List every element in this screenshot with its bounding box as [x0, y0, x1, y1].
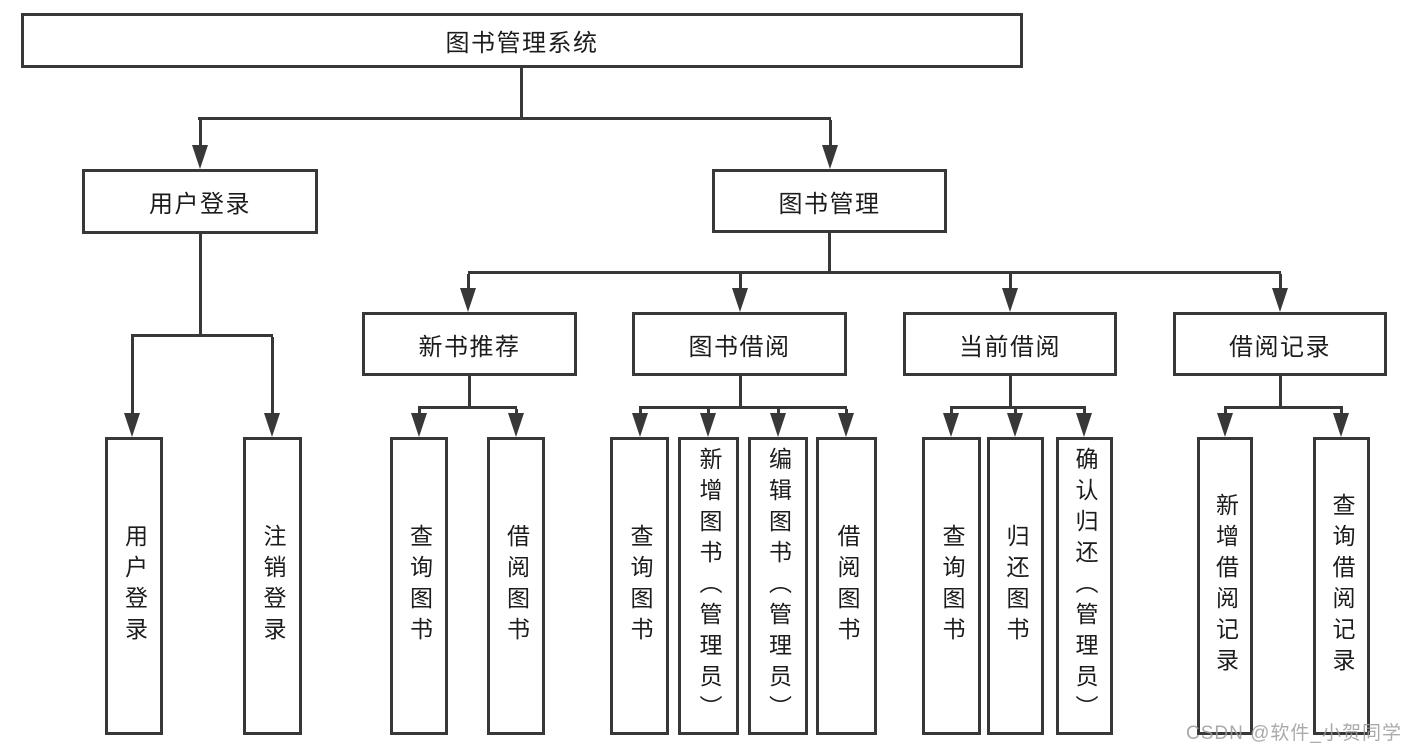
- arrowhead-down-icon: [943, 413, 959, 437]
- edge-line: [950, 405, 1086, 409]
- edge-line: [827, 233, 831, 274]
- node-new-book-recommendation: 新书推荐: [362, 312, 577, 376]
- node-label: 借阅记录: [1229, 333, 1331, 361]
- arrowhead-down-icon: [124, 413, 140, 437]
- leaf-add-borrow-record: 新增借阅记录: [1197, 437, 1253, 735]
- edge-line: [468, 270, 1281, 274]
- leaf-query-books: 查询图书: [390, 437, 448, 735]
- arrowhead-down-icon: [508, 413, 524, 437]
- node-label: 用户登录: [149, 191, 251, 218]
- edge-line: [1278, 376, 1282, 409]
- leaf-label: 新增借阅记录: [1212, 493, 1239, 679]
- arrowhead-down-icon: [632, 413, 648, 437]
- leaf-logout: 注销登录: [243, 437, 302, 735]
- leaf-edit-books-admin: 编辑图书（管理员）: [748, 437, 808, 735]
- leaf-confirm-return-admin: 确认归还（管理员）: [1056, 437, 1113, 735]
- edge-line: [198, 120, 202, 149]
- node-user-login: 用户登录: [82, 169, 318, 234]
- leaf-label: 编辑图书（管理员）: [765, 446, 792, 726]
- arrowhead-down-icon: [838, 413, 854, 437]
- node-label: 图书管理: [778, 190, 881, 218]
- node-label: 新书推荐: [418, 333, 521, 361]
- node-library-management-system: 图书管理系统: [21, 13, 1023, 68]
- edge-line: [270, 337, 274, 417]
- arrowhead-down-icon: [732, 288, 748, 312]
- edge-line: [1224, 405, 1343, 409]
- leaf-borrow-books: 借阅图书: [816, 437, 877, 735]
- edge-line: [519, 68, 523, 120]
- edge-line: [738, 376, 742, 409]
- leaf-label: 借阅图书: [503, 524, 530, 648]
- arrowhead-down-icon: [822, 145, 838, 169]
- node-borrowing-records: 借阅记录: [1173, 312, 1387, 376]
- edge-line: [1008, 376, 1012, 409]
- arrowhead-down-icon: [1002, 288, 1018, 312]
- leaf-label: 查询借阅记录: [1329, 493, 1355, 679]
- leaf-label: 查询图书: [406, 524, 433, 648]
- arrowhead-down-icon: [770, 413, 786, 437]
- arrowhead-down-icon: [192, 145, 208, 169]
- leaf-label: 注销登录: [260, 524, 286, 648]
- leaf-label: 借阅图书: [834, 524, 860, 648]
- edge-line: [466, 274, 470, 292]
- leaf-label: 查询图书: [627, 524, 653, 648]
- arrowhead-down-icon: [1217, 413, 1233, 437]
- node-book-management: 图书管理: [712, 169, 947, 233]
- arrowhead-down-icon: [1076, 413, 1092, 437]
- leaf-label: 确认归还（管理员）: [1072, 446, 1098, 726]
- arrowhead-down-icon: [264, 413, 280, 437]
- node-book-borrowing: 图书借阅: [632, 312, 847, 376]
- edge-line: [828, 120, 832, 149]
- edge-line: [1008, 274, 1012, 292]
- leaf-label: 用户登录: [121, 524, 148, 648]
- edge-line: [639, 405, 847, 409]
- node-current-borrowing: 当前借阅: [903, 312, 1117, 376]
- edge-line: [198, 234, 202, 337]
- csdn-watermark: CSDN @软件_小贺同学: [1186, 723, 1402, 744]
- arrowhead-down-icon: [460, 288, 476, 312]
- arrowhead-down-icon: [1333, 413, 1349, 437]
- arrowhead-down-icon: [1007, 413, 1023, 437]
- node-label: 当前借阅: [959, 333, 1061, 361]
- leaf-borrow-books: 借阅图书: [487, 437, 545, 735]
- leaf-label: 查询图书: [939, 524, 965, 648]
- leaf-query-books: 查询图书: [922, 437, 981, 735]
- leaf-label: 新增图书（管理员）: [696, 446, 722, 726]
- arrowhead-down-icon: [411, 413, 427, 437]
- node-label: 图书借阅: [688, 333, 791, 361]
- leaf-query-books: 查询图书: [610, 437, 669, 735]
- leaf-return-books: 归还图书: [987, 437, 1044, 735]
- edge-line: [467, 376, 471, 409]
- leaf-query-borrow-record: 查询借阅记录: [1313, 437, 1370, 735]
- edge-line: [131, 333, 273, 337]
- leaf-label: 归还图书: [1003, 524, 1029, 648]
- edge-line: [198, 116, 831, 120]
- edge-line: [1278, 274, 1282, 292]
- leaf-user-login: 用户登录: [105, 437, 163, 735]
- arrowhead-down-icon: [1272, 288, 1288, 312]
- node-label: 图书管理系统: [445, 30, 599, 57]
- arrowhead-down-icon: [700, 413, 716, 437]
- edge-line: [738, 274, 742, 292]
- edge-line: [418, 405, 517, 409]
- leaf-add-books-admin: 新增图书（管理员）: [678, 437, 739, 735]
- edge-line: [130, 337, 134, 417]
